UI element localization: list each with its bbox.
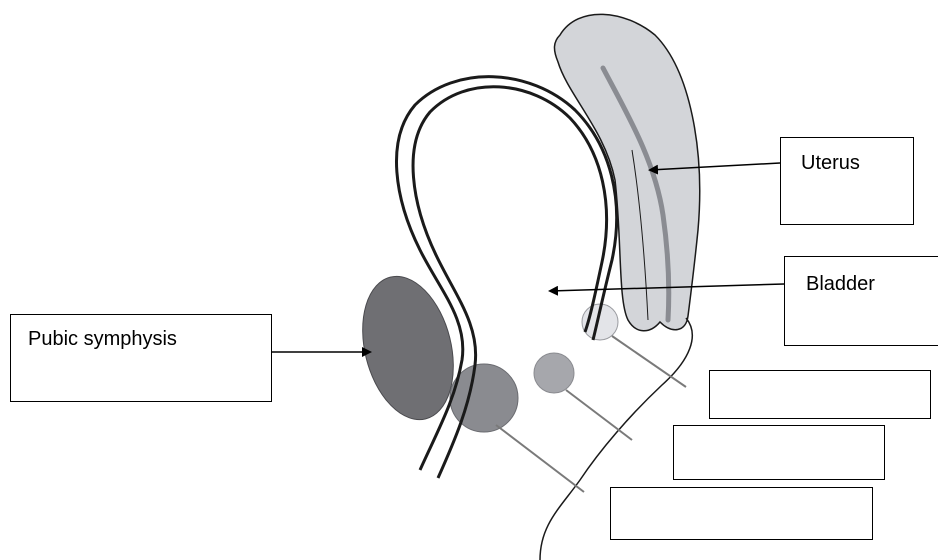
uterus-label: Uterus bbox=[801, 152, 860, 175]
blank-label-box-1[interactable] bbox=[709, 370, 931, 419]
urethra-leader-line bbox=[496, 425, 584, 492]
vagina-leader-line bbox=[566, 390, 632, 440]
bladder-label: Bladder bbox=[806, 273, 875, 296]
vagina-ring bbox=[534, 353, 574, 393]
bladder-label-box bbox=[784, 256, 938, 346]
pubic-symphysis-label: Pubic symphysis bbox=[28, 328, 177, 351]
rectum-leader-line bbox=[612, 336, 686, 387]
blank-label-box-2[interactable] bbox=[673, 425, 885, 480]
blank-label-box-3[interactable] bbox=[610, 487, 873, 540]
uterus-label-box bbox=[780, 137, 914, 225]
uterus-shape bbox=[554, 14, 699, 330]
